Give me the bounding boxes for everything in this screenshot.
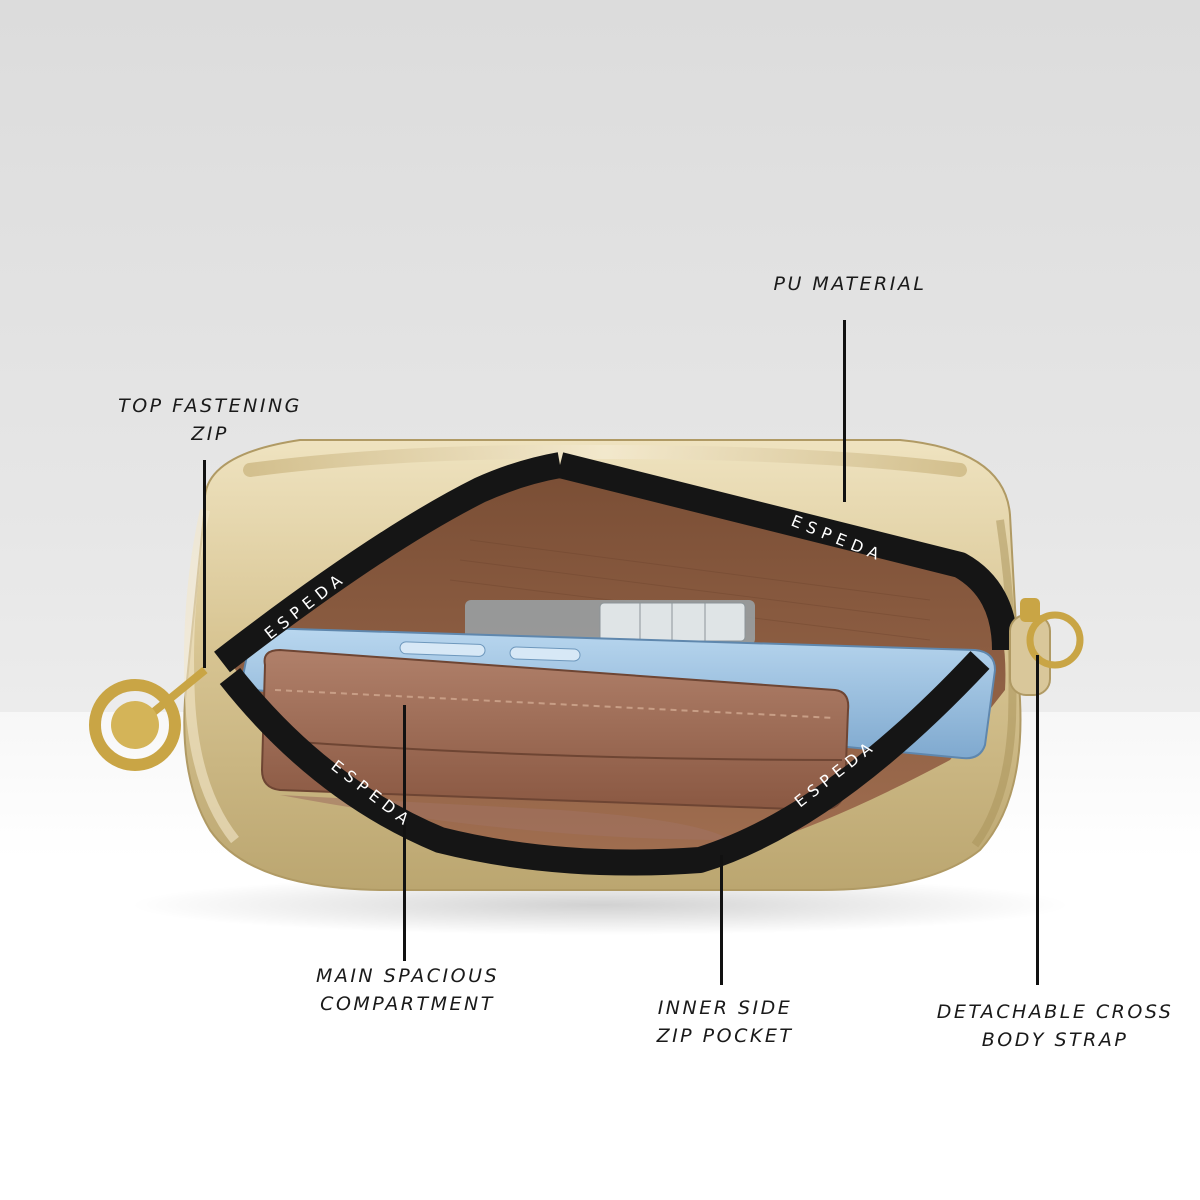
callout-line: PU MATERIAL — [773, 273, 927, 295]
leader-inner-pocket — [720, 855, 723, 985]
inner-zip-pocket-hardware — [465, 600, 755, 645]
callout-line: BODY STRAP — [981, 1029, 1129, 1051]
callout-line: DETACHABLE CROSS — [936, 1001, 1174, 1023]
callout-pu-material: PU MATERIAL — [760, 270, 940, 298]
callout-detachable-strap: DETACHABLE CROSS BODY STRAP — [925, 998, 1185, 1054]
callout-line: MAIN SPACIOUS — [315, 965, 500, 987]
leader-strap — [1036, 655, 1039, 985]
callout-main-spacious-compartment: MAIN SPACIOUS COMPARTMENT — [300, 962, 515, 1018]
callout-line: ZIP POCKET — [656, 1025, 794, 1047]
zip-tape — [214, 452, 1018, 876]
callout-inner-side-zip-pocket: INNER SIDE ZIP POCKET — [635, 994, 815, 1050]
callout-line: COMPARTMENT — [320, 993, 495, 1015]
leader-main-compartment — [403, 705, 406, 961]
callout-line: INNER SIDE — [657, 997, 793, 1019]
strap-hardware — [1009, 598, 1084, 696]
callout-line: ZIP — [191, 423, 229, 445]
callout-line: TOP FASTENING — [118, 395, 302, 417]
leader-pu-material — [843, 320, 846, 502]
leader-top-zip — [203, 460, 206, 668]
callout-top-fastening-zip: TOP FASTENING ZIP — [105, 392, 315, 448]
zip-puller — [89, 666, 208, 771]
